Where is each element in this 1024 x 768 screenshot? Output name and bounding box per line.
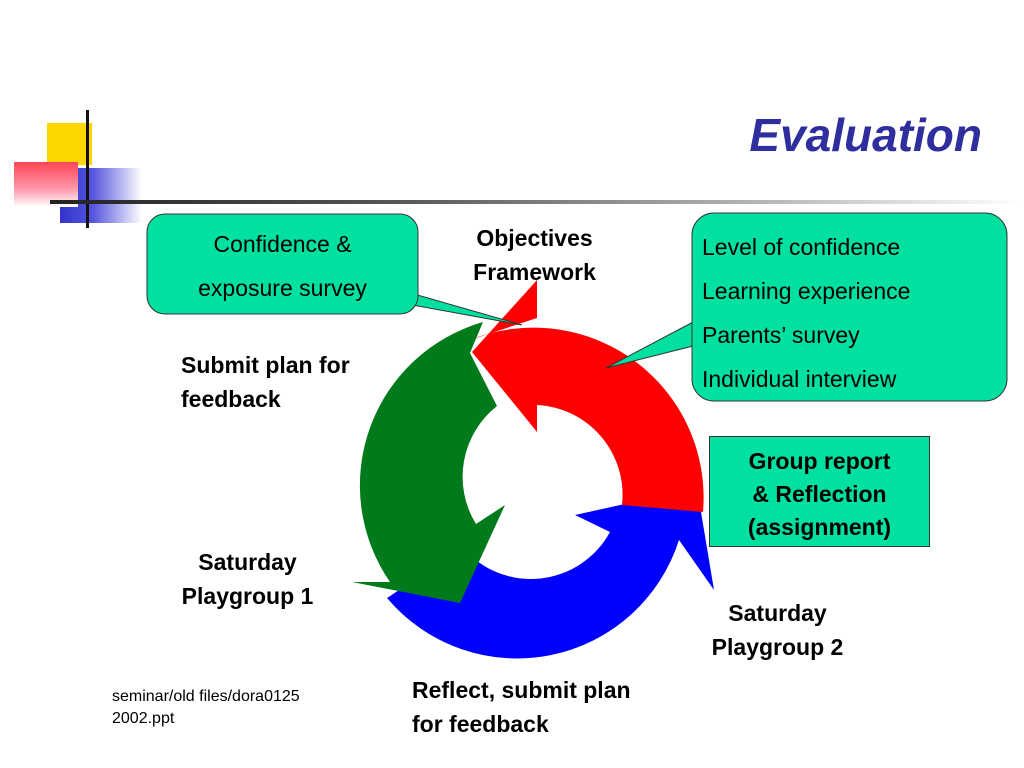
callout-right-text: Level of confidence Learning experience … bbox=[702, 225, 1002, 401]
callout-left-line: exposure survey bbox=[198, 275, 367, 301]
red-arrow bbox=[470, 280, 704, 512]
callout-right-line: Level of confidence bbox=[702, 234, 901, 260]
group-report-text: Group report & Reflection (assignment) bbox=[710, 437, 929, 544]
blue-arrow bbox=[387, 488, 714, 659]
group-report-line: Group report bbox=[748, 448, 891, 474]
label-submit-plan: Submit plan for feedback bbox=[181, 352, 350, 412]
callout-right-pointer bbox=[605, 319, 698, 369]
group-report-line: (assignment) bbox=[747, 514, 892, 540]
callout-left-box bbox=[146, 213, 419, 315]
logo-yellow-square bbox=[47, 123, 92, 165]
logo-red-bar bbox=[14, 162, 78, 207]
group-report-box: Group report & Reflection (assignment) bbox=[709, 436, 930, 547]
callout-right-box bbox=[691, 212, 1008, 402]
footer-source: seminar/old files/dora01252002.ppt bbox=[112, 688, 300, 727]
logo-decoration bbox=[0, 0, 150, 230]
callout-right-line: Individual interview bbox=[702, 366, 897, 392]
green-arrow bbox=[352, 322, 505, 603]
slide-title: Evaluation bbox=[749, 109, 982, 161]
callout-left-line: Confidence & bbox=[213, 231, 352, 257]
label-saturday-playgroup-1: Saturday Playgroup 1 bbox=[181, 549, 314, 609]
callout-left-text: Confidence & exposure survey bbox=[147, 222, 418, 310]
callout-right-line: Learning experience bbox=[702, 278, 911, 304]
label-reflect-submit: Reflect, submit plan for feedback bbox=[412, 677, 631, 737]
logo-vertical-line bbox=[86, 110, 89, 228]
callout-right-line: Parents’ survey bbox=[702, 322, 860, 348]
label-objectives-framework: Objectives Framework bbox=[473, 225, 596, 285]
title-underline bbox=[50, 200, 1024, 204]
label-saturday-playgroup-2: Saturday Playgroup 2 bbox=[711, 600, 844, 660]
group-report-line: & Reflection bbox=[752, 481, 887, 507]
